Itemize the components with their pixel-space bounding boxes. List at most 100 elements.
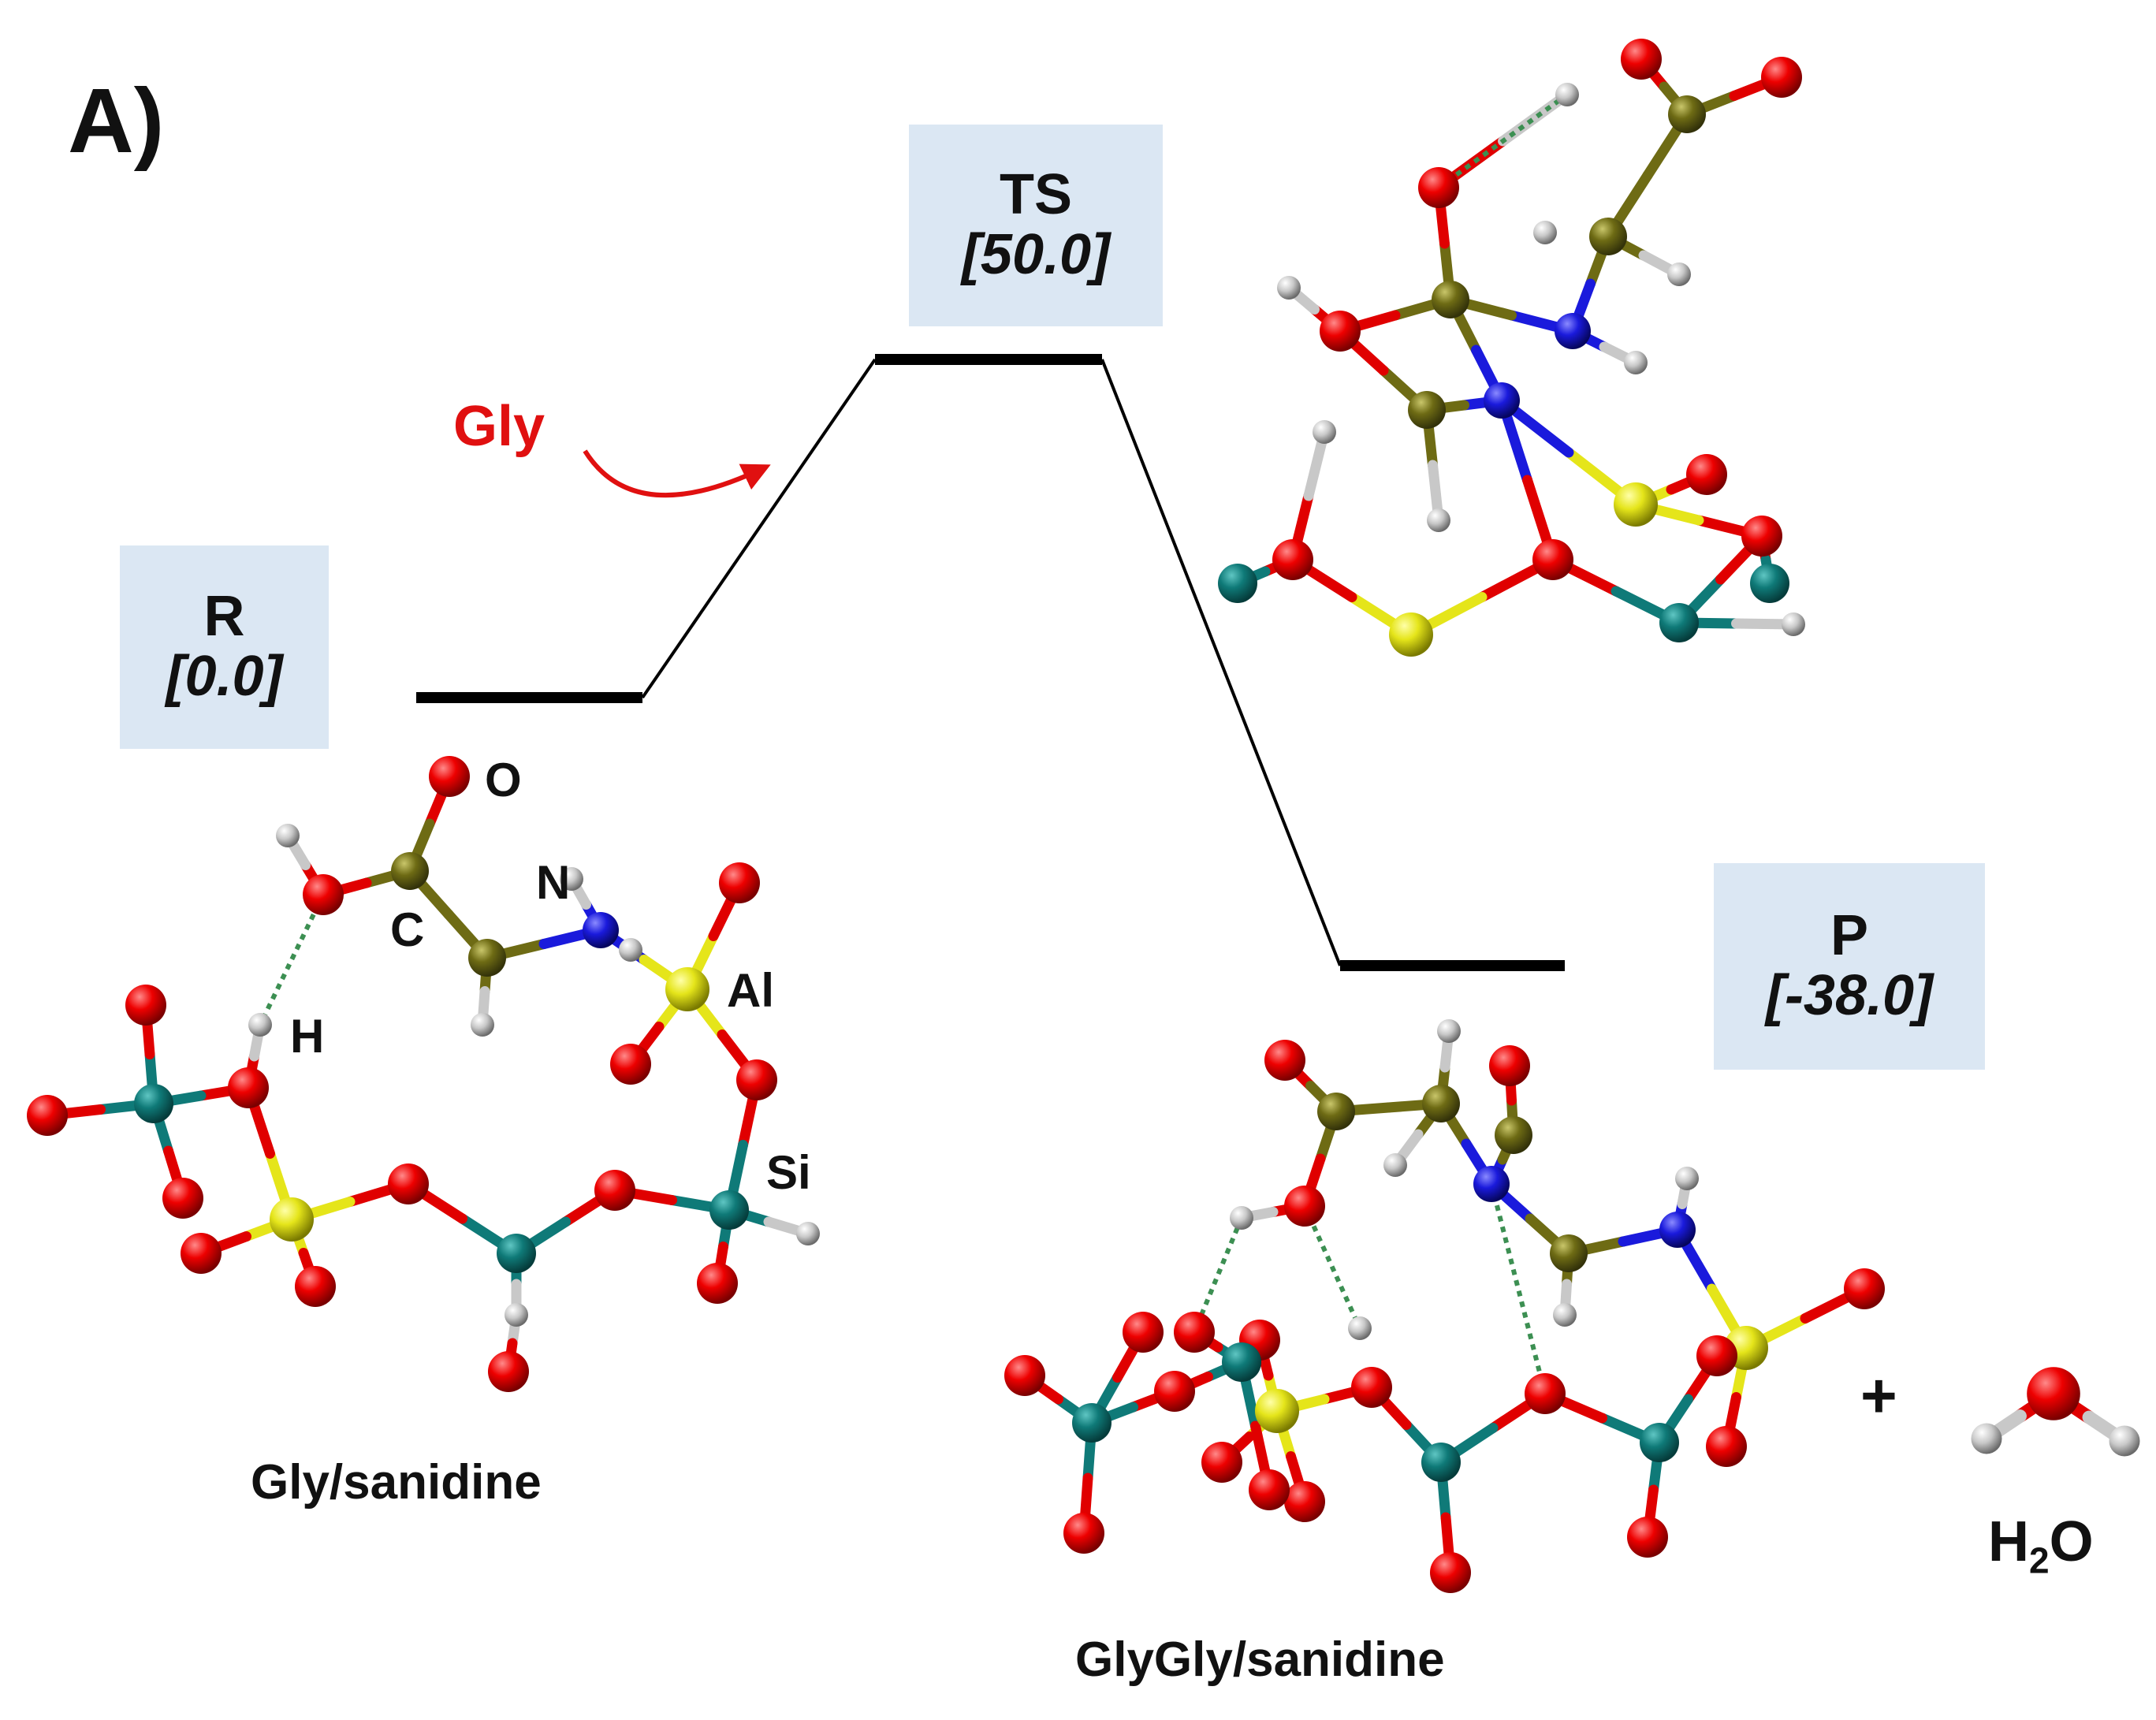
reagent-arrow [583, 449, 771, 498]
reactant-silicon-atom [134, 1084, 173, 1123]
product-hydrogen-bond [1489, 1183, 1547, 1394]
ts-oxygen-atom [1686, 454, 1727, 495]
ts-carbon-atom [1589, 218, 1627, 255]
reactant-oxygen-atom [719, 862, 760, 903]
atom-label-al: Al [727, 964, 774, 1017]
reagent-label: Gly [453, 395, 546, 458]
product-oxygen-atom [1123, 1312, 1164, 1353]
ts-oxygen-atom [1532, 539, 1573, 580]
ts-carbon-atom [1432, 281, 1469, 318]
state-box-reactant: R [0.0] [120, 545, 329, 749]
state-name: TS [999, 163, 1072, 227]
reactant-silicon-atom [497, 1234, 536, 1273]
ts-oxygen-atom [1621, 39, 1662, 80]
product-silicon-atom [1222, 1342, 1261, 1382]
water-hydrogen-atom [1971, 1423, 2002, 1454]
reactant-hydrogen-atom [471, 1013, 494, 1037]
ts-carbon-atom [1668, 95, 1706, 133]
reactant-silicon-atom [709, 1190, 749, 1230]
ts-oxygen-atom [1272, 539, 1313, 580]
ts-oxygen-atom [1761, 57, 1802, 98]
product-hydrogen-atom [1348, 1316, 1372, 1340]
reactant-oxygen-atom [181, 1233, 222, 1274]
product-hydrogen-atom [1675, 1167, 1699, 1190]
reactant-oxygen-atom [228, 1067, 269, 1108]
reactant-oxygen-atom [162, 1178, 203, 1219]
product-oxygen-atom [1174, 1312, 1215, 1353]
water-oxygen-atom [2027, 1367, 2080, 1420]
state-box-product: P [-38.0] [1714, 863, 1985, 1070]
reactant-aluminium-atom [665, 967, 709, 1011]
product-oxygen-atom [1284, 1481, 1325, 1522]
product-hydrogen-atom [1553, 1303, 1577, 1327]
water-o: O [2049, 1510, 2094, 1573]
reactant-hydrogen-atom [505, 1303, 528, 1327]
product-silicon-atom [1421, 1443, 1461, 1482]
reactant-aluminium-atom [270, 1197, 314, 1242]
product-oxygen-atom [1004, 1355, 1045, 1396]
product-hydrogen-atom [1230, 1206, 1253, 1230]
reactant-carbon-atom [391, 852, 429, 890]
reactant-hydrogen-bond [258, 893, 326, 1026]
product-carbon-atom [1550, 1234, 1588, 1272]
product-nitrogen-atom [1473, 1166, 1510, 1202]
molecule-atoms [27, 39, 2140, 1593]
product-hydrogen-atom [1437, 1019, 1461, 1043]
product-silicon-atom [1640, 1423, 1679, 1462]
ts-hydrogen-atom [1533, 221, 1557, 244]
state-energy: [-38.0] [1765, 964, 1934, 1027]
connector-ts-p [1100, 359, 1342, 966]
reactant-carbon-atom [468, 939, 506, 977]
product-oxygen-atom [1844, 1268, 1885, 1309]
product-nitrogen-atom [1659, 1212, 1696, 1248]
atom-label-si: Si [766, 1146, 811, 1199]
caption-product: GlyGly/sanidine [1075, 1633, 1445, 1687]
panel-label: A) [68, 69, 165, 172]
ts-carbon-atom [1408, 391, 1446, 429]
ts-silicon-atom [1750, 564, 1789, 603]
product-oxygen-atom [1063, 1513, 1104, 1554]
connector-r-ts [641, 358, 877, 699]
reactant-hydrogen-atom [560, 867, 583, 891]
product-aluminium-atom [1255, 1389, 1299, 1433]
state-energy: [50.0] [961, 223, 1111, 286]
product-oxygen-atom [1264, 1040, 1305, 1081]
reactant-oxygen-atom [295, 1266, 336, 1307]
ts-nitrogen-atom [1555, 313, 1591, 349]
reactant-oxygen-atom [594, 1170, 635, 1211]
water-h: H [1988, 1510, 2029, 1573]
ts-hydrogen-atom [1624, 351, 1648, 374]
product-oxygen-atom [1201, 1442, 1242, 1483]
reactant-hydrogen-atom [248, 1013, 272, 1037]
product-hydrogen-bond [1302, 1204, 1362, 1330]
product-oxygen-atom [1154, 1371, 1195, 1412]
ts-hydrogen-atom [1313, 420, 1336, 444]
ts-aluminium-atom [1614, 482, 1658, 527]
reactant-oxygen-atom [429, 756, 470, 797]
ts-silicon-atom [1659, 603, 1699, 642]
atom-label-h: H [290, 1010, 325, 1063]
ts-oxygen-atom [1741, 516, 1782, 557]
plus-sign: + [1860, 1361, 1897, 1431]
hydrogen-bonds [258, 92, 1569, 1394]
water-hydrogen-atom [2109, 1425, 2140, 1457]
product-carbon-atom [1422, 1085, 1460, 1122]
product-hydrogen-bond [1192, 1216, 1244, 1334]
caption-reactant: Gly/sanidine [251, 1455, 542, 1510]
reactant-nitrogen-atom [583, 912, 619, 948]
ts-hydrogen-atom [1782, 612, 1805, 636]
product-oxygen-atom [1696, 1335, 1737, 1376]
state-name: P [1830, 904, 1869, 968]
product-oxygen-atom [1249, 1469, 1290, 1510]
reactant-hydrogen-atom [276, 824, 300, 847]
product-hydrogen-atom [1383, 1153, 1407, 1177]
reactant-oxygen-atom [303, 874, 344, 915]
reactant-oxygen-atom [388, 1163, 429, 1204]
product-silicon-atom [1072, 1403, 1112, 1443]
product-oxygen-atom [1627, 1517, 1668, 1558]
reactant-oxygen-atom [488, 1351, 529, 1392]
product-oxygen-atom [1284, 1186, 1325, 1227]
atom-label-o: O [485, 754, 522, 806]
reactant-oxygen-atom [610, 1044, 651, 1085]
